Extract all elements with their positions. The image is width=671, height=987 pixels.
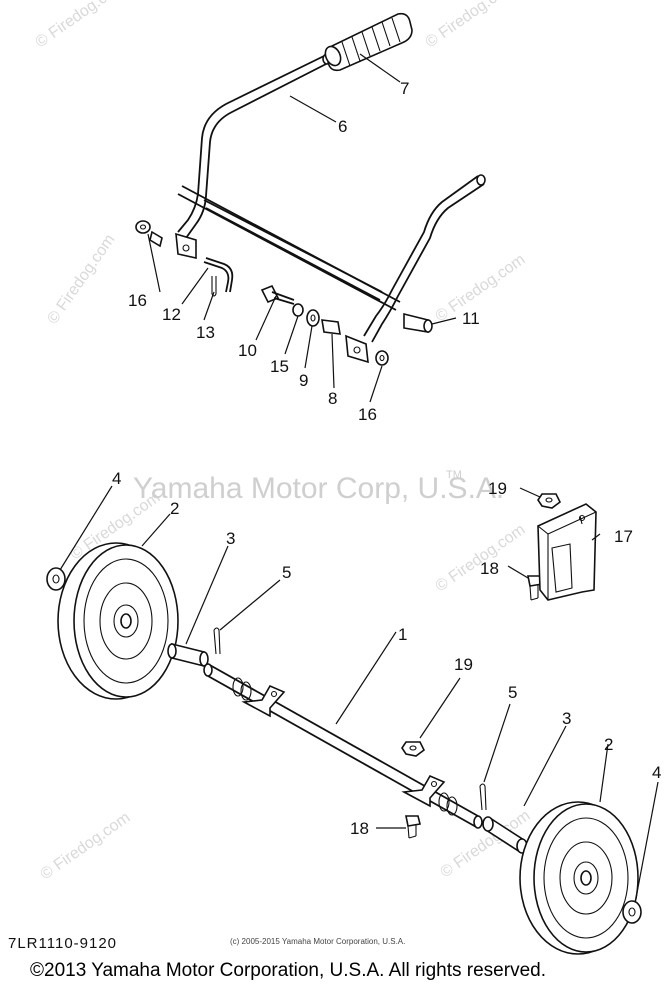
- right-fasteners: [260, 284, 433, 366]
- callout-11: 11: [462, 309, 480, 328]
- watermark-brand: Yamaha Motor Corp, U.S.A.: [133, 472, 504, 505]
- callout-16: 16: [358, 405, 377, 424]
- diagram-code: 7LR1110-9120: [8, 935, 117, 952]
- part-5-left-pin: [213, 627, 221, 655]
- callout-4: 4: [652, 763, 661, 782]
- callouts: 7 6 16 12 13 10 15 9 8 11 16 4 2 3 5 19 …: [112, 79, 661, 838]
- part-5-right-pin: [479, 783, 487, 811]
- part-7-grip: [324, 12, 413, 72]
- callout-2: 2: [170, 499, 179, 518]
- callout-10: 10: [238, 341, 257, 360]
- part-3-right-spacer: [482, 816, 528, 854]
- part-17-bracket: [537, 503, 597, 601]
- callout-5: 5: [282, 563, 291, 582]
- callout-9: 9: [299, 371, 308, 390]
- callout-12: 12: [162, 305, 181, 324]
- callout-1: 1: [398, 625, 407, 644]
- callout-18: 18: [350, 819, 369, 838]
- part-1-axle: [203, 663, 483, 829]
- watermark-firedog: © Firedog.com: [423, 0, 519, 51]
- callout-16: 16: [128, 291, 147, 310]
- callout-8: 8: [328, 389, 337, 408]
- part-19-nuts: [401, 493, 562, 757]
- callout-4: 4: [112, 469, 121, 488]
- small-copyright: (c) 2005-2015 Yamaha Motor Corporation, …: [230, 937, 405, 946]
- leader-lines: [59, 53, 659, 899]
- watermark-firedog: © Firedog.com: [433, 251, 529, 325]
- part-4-right-washer: [622, 900, 642, 924]
- footer-copyright: ©2013 Yamaha Motor Corporation, U.S.A. A…: [30, 960, 546, 981]
- callout-3: 3: [562, 709, 571, 728]
- handle-assembly: [175, 53, 486, 364]
- part-3-left-spacer: [167, 642, 209, 668]
- watermark-firedog: © Firedog.com: [44, 231, 118, 327]
- part-2-left-wheel: [57, 542, 179, 700]
- callout-3: 3: [226, 529, 235, 548]
- callout-15: 15: [270, 357, 289, 376]
- callout-19: 19: [454, 655, 473, 674]
- callout-17: 17: [614, 527, 633, 546]
- callout-7: 7: [400, 79, 409, 98]
- callout-6: 6: [338, 117, 347, 136]
- callout-13: 13: [196, 323, 215, 342]
- callout-18: 18: [480, 559, 499, 578]
- watermark-firedog: © Firedog.com: [38, 809, 134, 883]
- callout-19: 19: [488, 479, 507, 498]
- part-4-left-washer: [46, 567, 66, 591]
- watermark-firedog: © Firedog.com: [33, 0, 129, 51]
- part-2-right-wheel: [519, 801, 639, 955]
- callout-2: 2: [604, 735, 613, 754]
- part-18-bolts: [405, 575, 543, 839]
- watermarks: © Firedog.com © Firedog.com © Firedog.co…: [33, 0, 534, 883]
- watermark-trademark: TM: [446, 469, 462, 481]
- left-fasteners: [135, 220, 234, 297]
- callout-5: 5: [508, 683, 517, 702]
